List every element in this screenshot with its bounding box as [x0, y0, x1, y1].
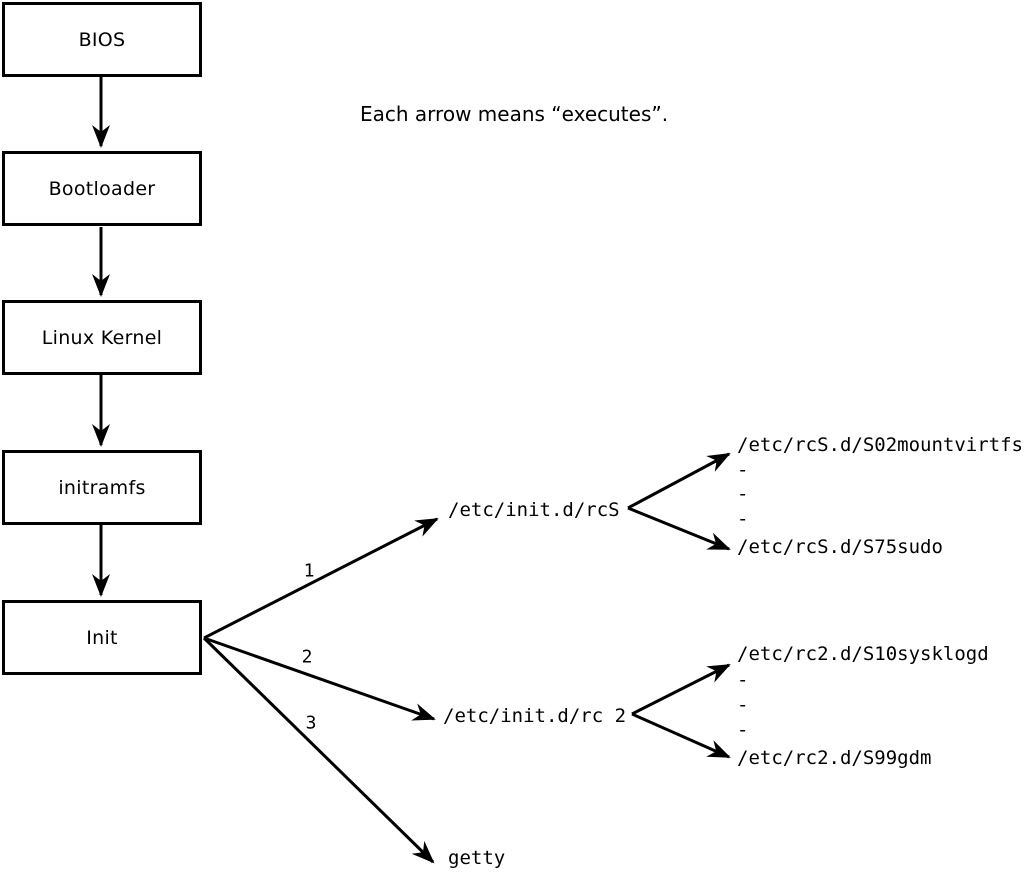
node-init-label: Init — [86, 626, 118, 649]
ellipsis-dash: - — [737, 694, 749, 716]
label-s10sysklogd: /etc/rc2.d/S10sysklogd — [737, 643, 989, 665]
label-s99gdm: /etc/rc2.d/S99gdm — [737, 747, 932, 769]
ellipsis-dash: - — [737, 483, 749, 505]
node-bootloader: Bootloader — [2, 151, 202, 226]
arrow-init-to-rcS — [203, 517, 439, 640]
arrow-rcS-to-s75sudo — [627, 506, 731, 551]
label-getty: getty — [448, 847, 506, 869]
arrow-rc2-to-s99gdm — [631, 712, 731, 759]
arrow-rc2-to-s10sysklogd — [631, 663, 731, 716]
arrow-rcS-to-s02mountvirtfs — [627, 452, 731, 510]
branch-order-1: 1 — [303, 560, 315, 582]
node-bootloader-label: Bootloader — [48, 177, 156, 200]
ellipsis-dash: - — [737, 719, 749, 741]
node-bios-label: BIOS — [78, 28, 126, 51]
branch-order-3: 3 — [305, 712, 317, 734]
node-init: Init — [2, 600, 202, 675]
label-s02mountvirtfs: /etc/rcS.d/S02mountvirtfs — [737, 434, 1023, 456]
arrow-init-to-getty — [202, 636, 435, 864]
node-linux-kernel: Linux Kernel — [2, 300, 202, 375]
arrow-init-to-rc2 — [203, 636, 436, 721]
node-linux-kernel-label: Linux Kernel — [41, 326, 163, 349]
label-rc2: /etc/init.d/rc 2 — [443, 705, 627, 727]
label-rcS: /etc/init.d/rcS — [448, 499, 620, 521]
node-initramfs-label: initramfs — [58, 476, 146, 499]
ellipsis-dash: - — [737, 669, 749, 691]
label-s75sudo: /etc/rcS.d/S75sudo — [737, 536, 943, 558]
ellipsis-dash: - — [737, 508, 749, 530]
legend-note: Each arrow means “executes”. — [360, 102, 669, 126]
ellipsis-dash: - — [737, 459, 749, 481]
branch-order-2: 2 — [301, 646, 313, 668]
node-bios: BIOS — [2, 2, 202, 77]
node-initramfs: initramfs — [2, 450, 202, 525]
